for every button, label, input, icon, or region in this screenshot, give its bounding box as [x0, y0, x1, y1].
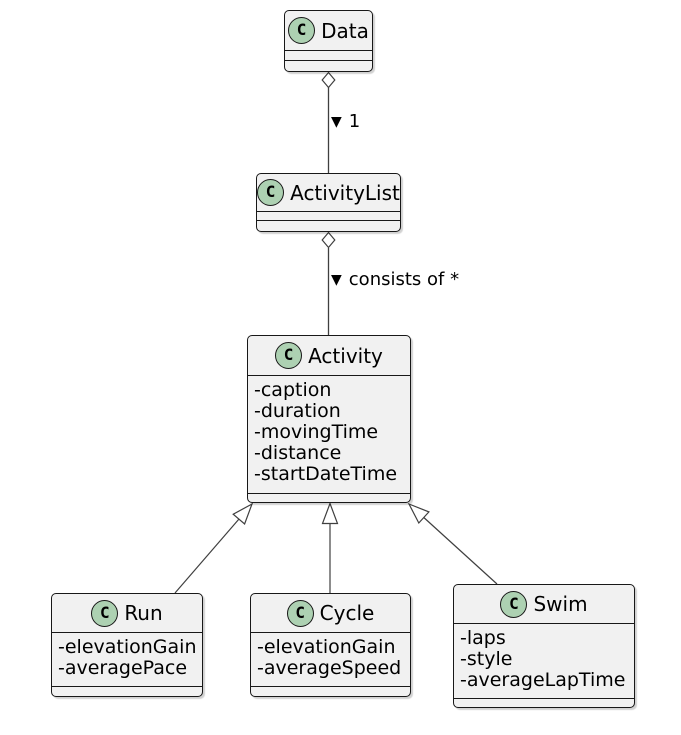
- class-box-activitylist: C ActivityList: [256, 173, 401, 232]
- class-box-run: C Run -elevationGain -averagePace: [51, 593, 203, 697]
- class-stereotype-icon: C: [500, 590, 528, 618]
- class-header: C ActivityList: [257, 174, 400, 211]
- inheritance-arrow-icon: [232, 502, 254, 526]
- class-stereotype-icon: C: [257, 179, 285, 206]
- class-box-data: C Data: [284, 10, 373, 72]
- class-stereotype-icon: C: [91, 599, 119, 627]
- attribute-row: -distance: [254, 442, 342, 464]
- class-methods-empty: [454, 698, 634, 707]
- class-header: C Swim: [454, 585, 634, 623]
- class-box-swim: C Swim -laps -style -averageLapTime: [453, 584, 635, 708]
- class-box-activity: C Activity -caption -duration -movingTim…: [247, 335, 411, 503]
- class-methods-empty: [285, 60, 372, 61]
- attribute-row: -averageLapTime: [460, 669, 626, 691]
- class-methods-empty: [248, 493, 410, 502]
- inheritance-edge-swim-activity: [423, 517, 498, 585]
- class-attributes-empty: [257, 211, 400, 220]
- class-title: Run: [124, 601, 163, 625]
- class-title: ActivityList: [290, 180, 400, 205]
- attribute-row: -averagePace: [58, 657, 188, 679]
- class-stereotype-icon: C: [286, 599, 314, 627]
- class-methods-empty: [251, 686, 410, 696]
- edge-label-multiplicity: ▼ 1: [331, 112, 360, 132]
- class-title: Activity: [308, 343, 383, 368]
- class-attributes-empty: [285, 50, 372, 60]
- class-attributes: -caption -duration -movingTime -distance…: [248, 375, 410, 493]
- class-title: Swim: [533, 592, 588, 616]
- attribute-row: -laps: [460, 627, 506, 649]
- direction-arrow-icon: ▼: [331, 114, 342, 130]
- class-attributes: -laps -style -averageLapTime: [454, 623, 634, 698]
- class-methods-empty: [52, 686, 202, 696]
- aggregation-diamond-icon: [321, 231, 336, 249]
- class-box-cycle: C Cycle -elevationGain -averageSpeed: [250, 593, 411, 697]
- class-header: C Data: [285, 11, 372, 50]
- attribute-row: -averageSpeed: [257, 657, 402, 679]
- class-stereotype-icon: C: [288, 17, 316, 44]
- attribute-row: -movingTime: [254, 421, 379, 443]
- class-header: C Cycle: [251, 594, 410, 632]
- attribute-row: -duration: [254, 400, 341, 422]
- aggregation-diamond-icon: [321, 71, 336, 89]
- attribute-row: -caption: [254, 379, 332, 401]
- attribute-row: -elevationGain: [257, 636, 396, 658]
- class-stereotype-icon: C: [275, 342, 303, 369]
- class-header: C Activity: [248, 336, 410, 375]
- class-attributes: -elevationGain -averageSpeed: [251, 632, 410, 686]
- class-title: Data: [321, 18, 369, 43]
- edge-label-text: 1: [348, 111, 361, 132]
- attribute-row: -elevationGain: [58, 636, 197, 658]
- inheritance-edge-run-activity: [174, 518, 240, 594]
- attribute-row: -startDateTime: [254, 463, 398, 485]
- inheritance-arrow-icon: [407, 502, 430, 525]
- edge-label-text: consists of *: [348, 269, 460, 290]
- edge-label-consists-of: ▼ consists of *: [331, 270, 459, 290]
- direction-arrow-icon: ▼: [331, 272, 342, 288]
- inheritance-arrow-icon: [321, 501, 339, 525]
- class-header: C Run: [52, 594, 202, 632]
- class-title: Cycle: [319, 601, 375, 625]
- class-methods-empty: [257, 220, 400, 221]
- attribute-row: -style: [460, 648, 513, 670]
- class-attributes: -elevationGain -averagePace: [52, 632, 202, 686]
